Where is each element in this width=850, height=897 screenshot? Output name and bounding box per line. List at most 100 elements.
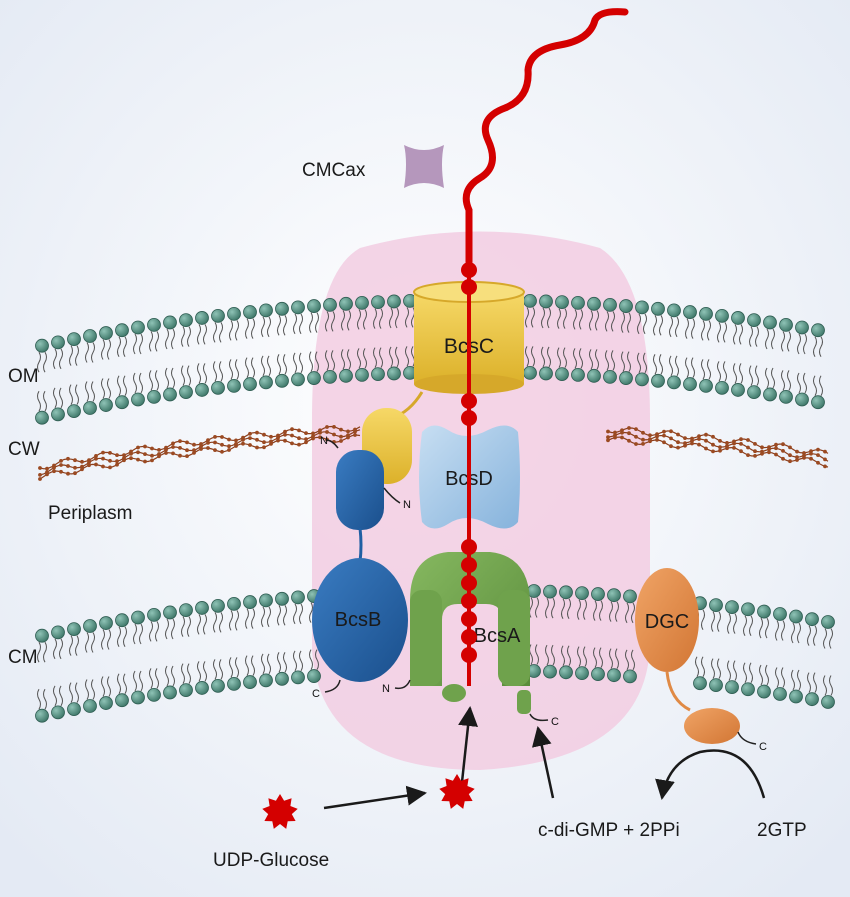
lipid-head	[291, 670, 305, 685]
lipid-head	[67, 702, 81, 717]
lipid-head	[651, 373, 665, 388]
cell-wall-bead	[199, 442, 203, 446]
lipid-head	[115, 395, 129, 410]
cell-wall-bead	[157, 454, 161, 459]
lipid-tail	[545, 597, 555, 666]
cell-wall-bead	[262, 440, 266, 445]
cell-wall-bead	[136, 450, 140, 455]
cell-wall-bead	[325, 425, 329, 429]
lipid-head	[539, 294, 553, 309]
lipid-head	[195, 681, 209, 695]
cell-wall-bead	[353, 433, 357, 437]
cell-wall-bead	[59, 463, 63, 467]
cell-wall-bead	[353, 429, 357, 434]
lipid-tail	[561, 598, 571, 667]
cell-wall-bead	[101, 464, 105, 469]
lipid-tail	[213, 612, 223, 680]
lipid-head	[693, 676, 707, 691]
lipid-tail	[133, 623, 143, 692]
lipid-head	[387, 294, 401, 309]
cell-wall-bead	[711, 442, 715, 447]
cell-wall-bead	[206, 438, 210, 443]
lipid-head	[67, 332, 81, 347]
lipid-tail	[653, 315, 663, 375]
cell-wall-bead	[136, 445, 140, 450]
gtp-arrow	[655, 749, 766, 800]
lipid-head	[179, 385, 193, 400]
lipid-head	[591, 667, 605, 681]
cell-wall-bead	[332, 425, 336, 429]
lipid-tail	[149, 621, 159, 689]
lipid-tail	[165, 328, 175, 389]
lipid-head	[725, 680, 739, 695]
bcsb-label: BcsB	[335, 609, 382, 631]
lipid-head	[67, 622, 81, 637]
cell-wall-bead	[164, 447, 168, 452]
udp-glucose-label: UDP-Glucose	[213, 850, 329, 871]
dgc-label: DGC	[645, 611, 689, 633]
cell-wall-bead	[802, 451, 806, 455]
lipid-tail	[813, 336, 823, 396]
lipid-head	[715, 380, 729, 395]
lipid-tail	[685, 318, 695, 378]
lipid-head	[709, 598, 723, 612]
cell-wall-bead	[178, 439, 182, 443]
lipid-head	[115, 693, 129, 708]
lipid-head	[757, 684, 771, 699]
lipid-tail	[69, 635, 79, 703]
lipid-head	[99, 616, 113, 630]
cell-wall-bead	[248, 431, 252, 436]
cmcax-label: CMCax	[302, 160, 366, 181]
cell-wall-bead	[136, 457, 140, 462]
lipid-head	[355, 296, 369, 310]
cell-wall-bead	[704, 446, 708, 451]
cell-wall-bead	[718, 439, 722, 443]
cell-wall-bead	[627, 426, 631, 430]
cell-wall-bead	[648, 439, 652, 444]
cell-wall-bead	[655, 434, 659, 439]
lipid-head	[99, 326, 113, 340]
cell-wall-bead	[697, 437, 701, 441]
dgc-protein: DGC	[635, 568, 740, 744]
gtp-label: 2GTP	[757, 820, 807, 841]
cell-wall-bead	[648, 433, 652, 438]
cell-wall-bead	[157, 448, 161, 452]
lipid-tail	[277, 605, 287, 673]
lipid-head	[243, 675, 257, 689]
lipid-head	[635, 300, 649, 315]
lipid-tail	[245, 608, 255, 676]
cell-wall-bead	[304, 431, 308, 435]
lipid-tail	[781, 331, 791, 391]
cell-wall-bead	[283, 429, 287, 434]
lipid-head	[307, 371, 321, 385]
cell-wall-bead	[269, 434, 273, 439]
lipid-head	[667, 303, 681, 318]
lipid-head	[635, 372, 649, 387]
lipid-tail	[727, 613, 737, 681]
lipid-tail	[743, 615, 753, 684]
lipid-tail	[733, 324, 743, 384]
cell-wall-bead	[178, 446, 182, 450]
cell-wall-bead	[297, 442, 301, 447]
lipid-head	[211, 308, 225, 323]
lipid-head	[163, 387, 177, 402]
cell-wall-bead	[809, 451, 813, 456]
cell-wall-bead	[641, 442, 645, 446]
glucose-unit	[461, 575, 477, 591]
lipid-head	[51, 335, 65, 350]
cell-wall-bead	[101, 456, 105, 461]
lipid-head	[227, 306, 241, 321]
lipid-head	[163, 685, 177, 700]
lipid-tail	[85, 632, 95, 700]
cell-wall-bead	[227, 437, 231, 442]
cell-wall-bead	[676, 445, 680, 450]
lipid-head	[291, 372, 305, 387]
cell-wall-bead	[669, 429, 673, 434]
lipid-tail	[37, 641, 47, 710]
bcsa-label: BcsA	[474, 625, 521, 647]
lipid-head	[259, 303, 273, 318]
cell-wall-bead	[248, 443, 252, 447]
udp-glucose-arrow	[323, 785, 427, 810]
lipid-head	[523, 365, 537, 380]
